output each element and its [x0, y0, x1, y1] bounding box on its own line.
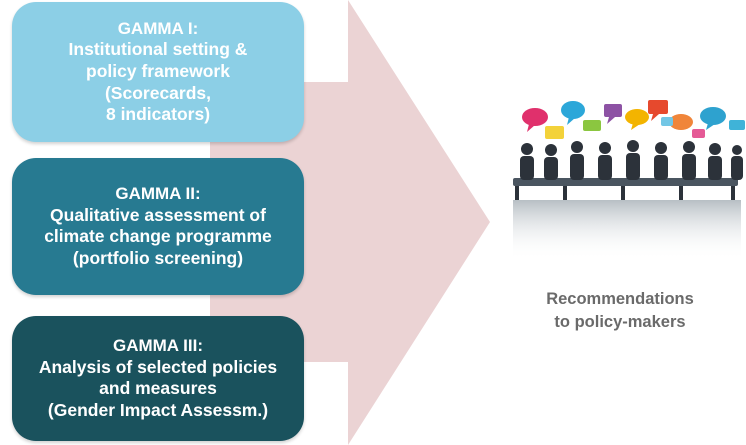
- gamma-2-title: GAMMA II:: [115, 184, 201, 204]
- gamma-3-title: GAMMA III:: [112, 336, 204, 356]
- recommendations-caption: Recommendations to policy-makers: [520, 288, 720, 335]
- meeting-reflection: [513, 200, 741, 260]
- gamma-1-line: 8 indicators): [105, 104, 211, 125]
- gamma-2-box: GAMMA II: Qualitative assessment of clim…: [12, 158, 304, 295]
- caption-line: Recommendations: [546, 290, 694, 308]
- gamma-2-line: Qualitative assessment of: [50, 204, 266, 225]
- gamma-3-line: Analysis of selected policies: [38, 356, 278, 377]
- gamma-2-line: climate change programme: [44, 226, 272, 247]
- gamma-3-line: and measures: [99, 378, 217, 399]
- gamma-1-line: Institutional setting &: [68, 39, 248, 60]
- meeting-people: [513, 140, 743, 200]
- gamma-2-line: (portfolio screening): [72, 247, 244, 268]
- gamma-1-line: (Scorecards,: [104, 82, 212, 103]
- gamma-3-box: GAMMA III: Analysis of selected policies…: [12, 316, 304, 441]
- gamma-1-title: GAMMA I:: [117, 19, 199, 39]
- speech-bubbles: [522, 100, 745, 139]
- gamma-3-line: (Gender Impact Assessm.): [47, 399, 269, 420]
- gamma-1-box: GAMMA I: Institutional setting & policy …: [12, 2, 304, 142]
- gamma-1-line: policy framework: [86, 60, 230, 81]
- caption-line: to policy-makers: [554, 313, 686, 332]
- meeting-speech-bubbles-icon: [513, 100, 745, 260]
